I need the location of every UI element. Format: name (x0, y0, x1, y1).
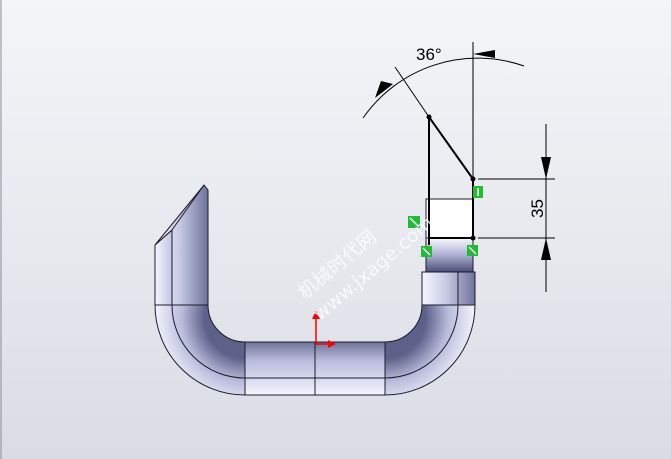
sketch-relation-icon[interactable] (473, 186, 483, 198)
angle-dimension-value[interactable]: 36° (416, 45, 442, 64)
angle-dimension[interactable]: 36° (362, 42, 525, 179)
linear-arrow-top-icon (541, 157, 551, 179)
hook-bend-right (384, 304, 476, 396)
linear-arrow-bottom-icon (541, 238, 551, 260)
sketch-relation-icon[interactable] (467, 245, 478, 256)
linear-dimension-value[interactable]: 35 (528, 199, 547, 218)
hook-end-face[interactable] (425, 237, 474, 273)
sketch-relations[interactable] (408, 186, 483, 257)
hook-bend-left-edge (171, 304, 246, 379)
angle-arrow-left-icon (375, 81, 393, 98)
hook-tip-edge (171, 184, 205, 231)
sketch-relation-icon[interactable] (421, 246, 432, 257)
sketch-relation-icon[interactable] (408, 216, 420, 228)
angle-ext-line-slant (394, 66, 430, 118)
coordinate-triad-icon (312, 311, 336, 348)
hook-part[interactable] (154, 184, 476, 396)
linear-dimension[interactable]: 35 (478, 124, 555, 292)
hook-right-leg (421, 271, 476, 306)
angle-dimension-arc (362, 57, 525, 119)
watermark: 机械时代网 www.jxage.com (294, 212, 438, 325)
sketch-line-slant[interactable] (428, 116, 474, 180)
angle-arrow-right-icon (473, 50, 495, 58)
hook-bend-right-edge (384, 304, 459, 379)
sketch-point-bottom[interactable] (470, 235, 476, 241)
hook-bend-left (154, 304, 246, 396)
